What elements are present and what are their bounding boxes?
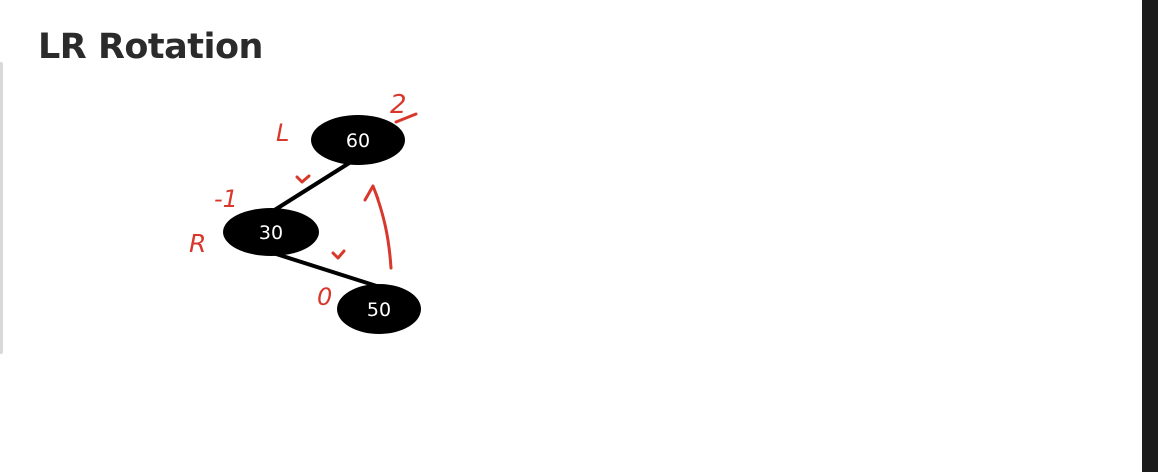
tree-node-30: 30 (223, 208, 319, 256)
side-mark-30: R (189, 229, 206, 258)
node-value-60: 60 (346, 130, 370, 152)
node-value-30: 30 (259, 222, 283, 244)
balance-factor-60: 2 (390, 90, 407, 120)
check-mark-edge-60-30 (295, 174, 311, 184)
rotation-arrow (363, 184, 393, 270)
edge-60-30 (271, 158, 356, 213)
side-mark-60: L (276, 119, 289, 147)
node-value-50: 50 (367, 299, 391, 321)
window-edge-scrollbar (1142, 0, 1158, 472)
balance-factor-50: 0 (317, 283, 332, 311)
check-mark-edge-30-50 (331, 249, 346, 260)
slide-title: LR Rotation (38, 27, 263, 67)
panel-edge (0, 62, 3, 354)
tree-node-60: 60 (311, 115, 405, 165)
balance-factor-30: -1 (214, 185, 238, 213)
edge-30-50 (272, 251, 384, 290)
tree-node-50: 50 (337, 284, 421, 334)
balance-underline-60 (394, 112, 418, 124)
